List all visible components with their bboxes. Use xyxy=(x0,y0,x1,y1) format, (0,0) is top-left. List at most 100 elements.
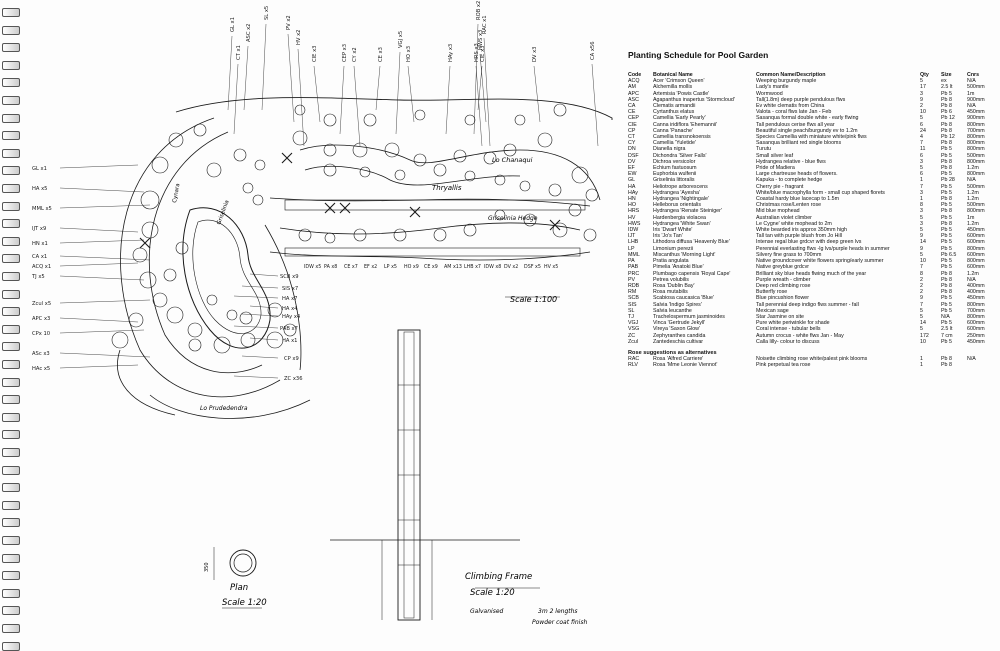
binding-ring xyxy=(2,8,20,17)
plant-circle xyxy=(239,311,253,325)
plant-label: HAy x4 xyxy=(282,314,301,320)
plant-label: TJ x5 xyxy=(31,274,45,280)
table-cell: Pb 5 xyxy=(941,320,952,327)
binding-ring xyxy=(2,500,20,510)
climbing-frame-elevation xyxy=(330,329,520,621)
table-cell: Pb 5 xyxy=(941,152,952,159)
left-arc-inner xyxy=(148,131,263,374)
outer-boundary xyxy=(175,97,613,120)
table-cell xyxy=(967,362,991,368)
binding-ring xyxy=(2,606,20,616)
table-cell: Rosa 'Dublin Bay' xyxy=(653,282,695,289)
table-cell: 800mm xyxy=(967,208,985,215)
area-label-hedge: Griselinia Hedge xyxy=(488,215,538,222)
plant-label: HAy x3 xyxy=(448,44,454,62)
table-cell: 6 xyxy=(920,121,923,128)
climbing-frame-scale: Scale 1:20 xyxy=(470,588,515,598)
plant-label: IJT x9 xyxy=(32,226,46,232)
table-cell: Mexican sage xyxy=(756,307,789,314)
schedule-title: Planting Schedule for Pool Garden xyxy=(628,50,769,60)
plant-label: AM x13 xyxy=(444,264,462,270)
leader-line xyxy=(59,364,139,369)
plant-circle xyxy=(294,104,306,116)
binding-ring xyxy=(2,483,20,493)
table-cell: 800mm xyxy=(967,158,985,165)
table-cell: IJT xyxy=(628,233,636,240)
table-cell: Petrea volubilis xyxy=(653,276,689,283)
hedge-strip xyxy=(284,247,581,257)
leader-line xyxy=(407,65,415,123)
table-cell: Pb 5 xyxy=(941,264,952,271)
table-cell: Beautiful single peach/burgundy ev to 1.… xyxy=(756,127,858,134)
leader-line xyxy=(591,63,599,147)
table-cell: Calla lilly- colour to discuss xyxy=(756,338,820,345)
plant-circle xyxy=(359,166,371,178)
table-cell: PV xyxy=(628,276,636,283)
plant-circle xyxy=(206,294,218,306)
table-cell: Pb 8 xyxy=(941,140,952,147)
table-cell: White bearded iris approx 350mm high xyxy=(756,227,847,234)
paving-strip xyxy=(284,199,586,211)
table-cell: N/A xyxy=(967,355,976,362)
table-cell: Lithodora diffusa 'Heavenly Blue' xyxy=(653,239,730,246)
leader-line xyxy=(249,305,279,309)
table-cell: Blue pincushion flower xyxy=(756,295,809,302)
table-cell: 600mm xyxy=(967,264,985,271)
plant-label: ASC x2 xyxy=(246,24,252,42)
plant-circle xyxy=(393,228,407,242)
table-cell: EW xyxy=(628,171,637,178)
binding-ring xyxy=(2,465,20,475)
table-cell: 5 xyxy=(920,313,923,320)
table-cell: CIE xyxy=(628,121,637,128)
table-cell: HN xyxy=(628,196,636,203)
table-cell: Rosa 'Alfred Carriere' xyxy=(653,355,704,362)
plant-circle xyxy=(537,132,553,148)
table-cell: 3 xyxy=(920,90,923,97)
plant-label: HA x4 xyxy=(282,306,298,312)
plant-label: HO x3 xyxy=(406,46,412,62)
table-cell: RM xyxy=(628,289,637,296)
schedule-header-cell: Code xyxy=(628,72,642,78)
binding-ring xyxy=(2,272,20,281)
binding-ring xyxy=(2,553,20,563)
area-label-thryallis: Thryallis xyxy=(432,184,462,192)
area-label-prudedendra: Lo Prudedendra xyxy=(200,405,248,412)
table-cell: 9 xyxy=(920,233,923,240)
table-cell: Tall(1.8m) deep purple pendulous flws xyxy=(756,96,846,103)
plant-circle xyxy=(292,130,308,146)
plant-label: CA x1 xyxy=(32,254,47,260)
table-cell: Pb 8 xyxy=(941,96,952,103)
table-cell: Camellia 'Early Pearly' xyxy=(653,115,706,122)
table-cell: 2 xyxy=(920,289,923,296)
plant-label: MML x5 xyxy=(32,206,52,212)
plant-circle xyxy=(187,322,203,338)
table-cell: 800mm xyxy=(967,140,985,147)
binding-ring xyxy=(2,536,20,545)
table-cell: Species Camellia with miniature white/pi… xyxy=(756,134,867,141)
table-cell: LP xyxy=(628,245,635,252)
table-cell: 7 xyxy=(920,183,923,190)
table-cell: Heliotrope arborescens xyxy=(653,183,708,190)
leader-line xyxy=(445,65,451,135)
table-cell: 1m xyxy=(967,90,975,97)
table-cell: 5 xyxy=(920,227,923,234)
table-cell: Turutu xyxy=(756,146,772,153)
frame-plan-scale: Scale 1:20 xyxy=(222,598,267,608)
table-cell: HRS xyxy=(628,208,640,215)
leader-line xyxy=(477,65,483,111)
table-cell: 450mm xyxy=(967,109,985,116)
plant-circle xyxy=(152,292,168,308)
